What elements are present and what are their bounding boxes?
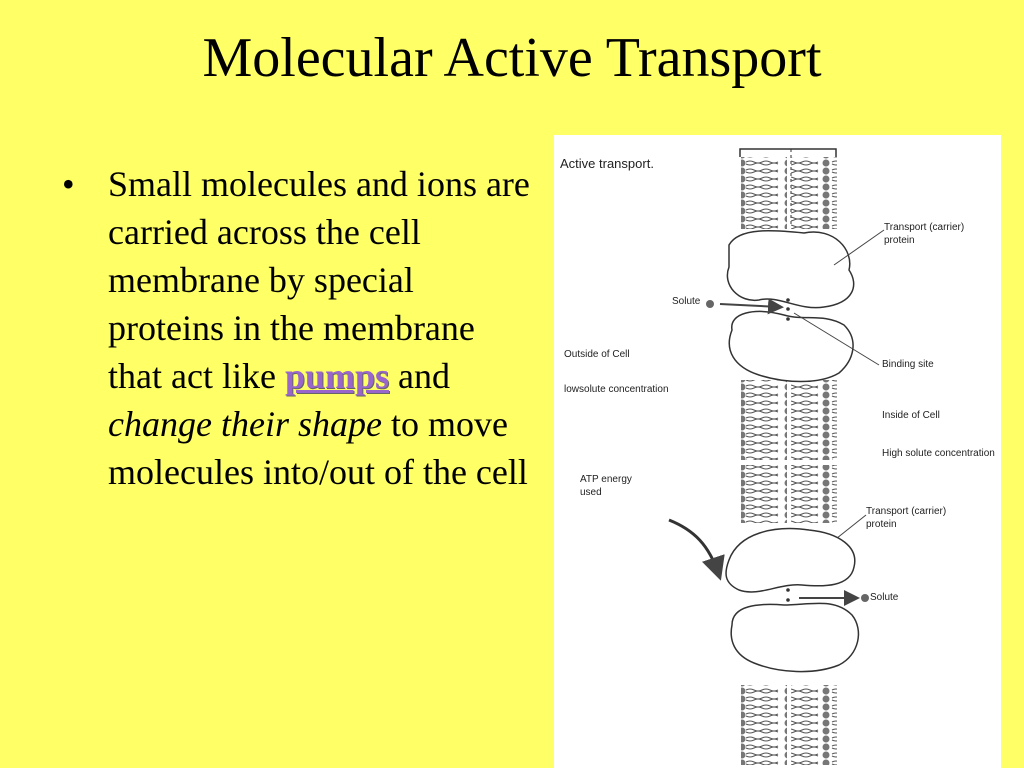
lipid-bilayer-mid-right <box>791 380 837 460</box>
membrane-bracket <box>739 148 837 157</box>
bullet-text-middle: and <box>389 356 450 396</box>
membrane-diagram <box>668 148 885 765</box>
lipid-bilayer-mid2-right <box>791 465 837 523</box>
carrier-protein-top <box>726 229 855 309</box>
carrier-protein-bottom <box>725 527 856 593</box>
solute-arrow-in <box>719 298 784 315</box>
bullet-text: Small molecules and ions are carried acr… <box>108 160 532 496</box>
bullet-marker: • <box>62 164 75 204</box>
pumps-highlight: pumps <box>284 356 389 396</box>
slide-title: Molecular Active Transport <box>202 27 822 89</box>
label-outside-cell: Outside of Cell <box>564 349 630 360</box>
bullet-item: • Small molecules and ions are carried a… <box>62 160 532 496</box>
label-atp: ATP energy used <box>580 474 632 498</box>
lipid-bilayer-bottom-right <box>791 685 837 765</box>
lipid-bilayer-top-left <box>741 157 787 229</box>
label-low-solute: lowsolute concentration <box>564 384 669 395</box>
label-high-solute: High solute concentration <box>882 448 995 459</box>
bullet-text-end: to move molecules into/out of the cell <box>108 404 528 492</box>
atp-arrow <box>668 518 725 581</box>
change-shape-italic: change their shape <box>108 404 382 444</box>
lipid-bilayer-mid2-left <box>741 465 787 523</box>
solute-molecule-right <box>861 594 869 602</box>
lipid-bilayer-mid-left <box>741 380 787 460</box>
lipid-bilayer-top-right <box>791 157 837 229</box>
carrier-protein-top-lower <box>728 310 854 383</box>
active-transport-figure: Active transport. Transport (carrier) pr… <box>554 135 1001 768</box>
carrier-protein-bottom-lower <box>730 602 860 673</box>
label-solute-right: Solute <box>870 592 899 603</box>
figure-title: Active transport. <box>560 156 654 171</box>
bullet-list: • Small molecules and ions are carried a… <box>62 160 532 496</box>
label-binding-site: Binding site <box>882 359 934 370</box>
label-transport-protein-top: Transport (carrier) protein <box>884 222 965 246</box>
solute-molecule-left <box>706 300 714 308</box>
label-transport-protein-bottom: Transport (carrier) protein <box>866 506 947 530</box>
bullet-text-start: Small molecules and ions are carried acr… <box>108 164 530 396</box>
label-inside-cell: Inside of Cell <box>882 410 940 421</box>
label-solute-left: Solute <box>672 296 701 307</box>
lipid-bilayer-bottom-left <box>741 685 787 765</box>
